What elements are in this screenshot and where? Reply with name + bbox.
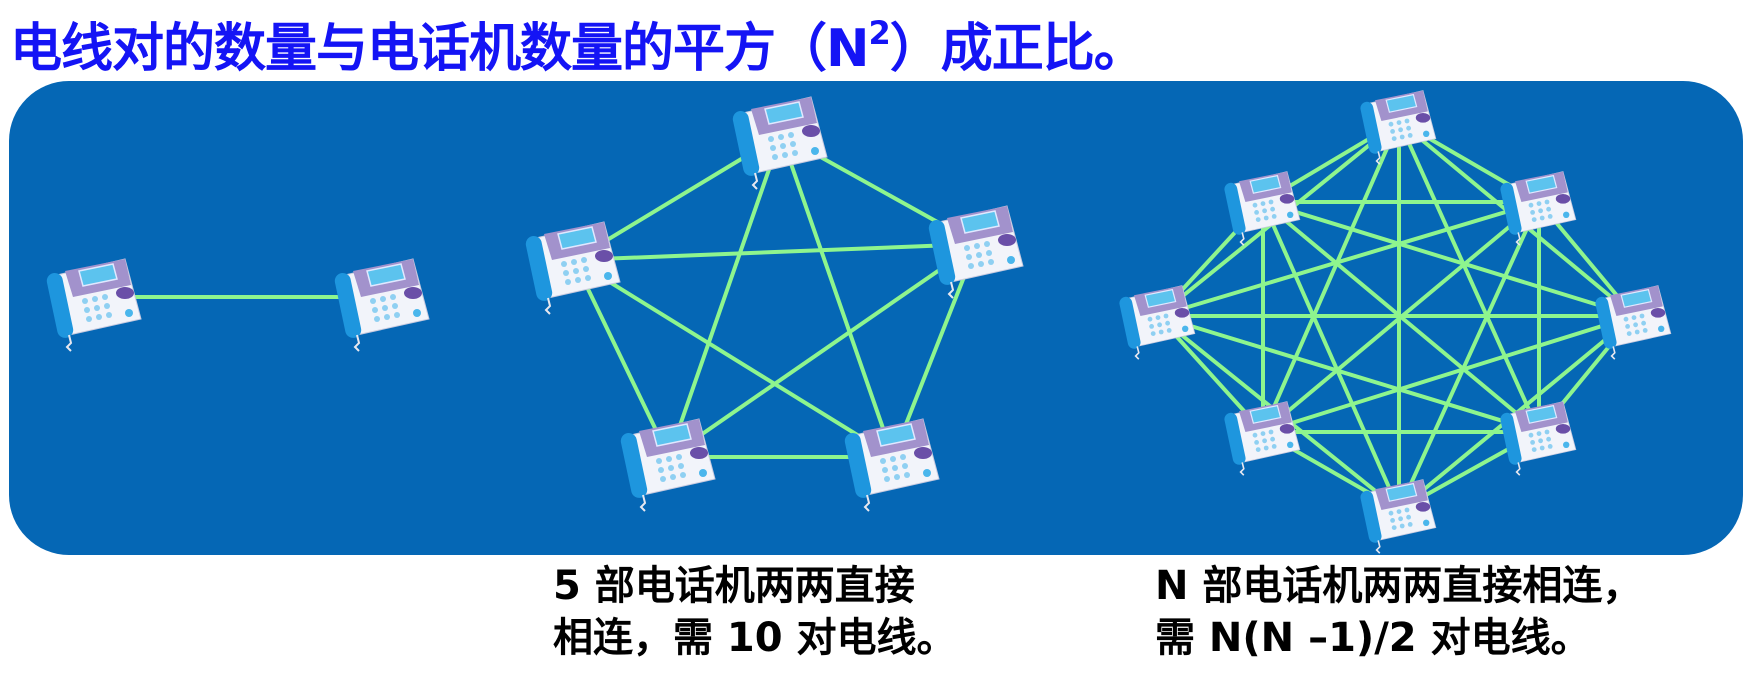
wire-line (572, 258, 895, 459)
telephone-icon (618, 418, 716, 512)
wire-line (1157, 200, 1540, 318)
wire-line (667, 242, 979, 459)
wire-line (1261, 201, 1401, 511)
wire-line (1397, 201, 1541, 511)
wire-line (573, 242, 978, 262)
caption-n-phones: N 部电话机两两直接相连， 需 N(N –1)/2 对电线。 (1155, 560, 1642, 664)
caption-five-phones: 5 部电话机两两直接 相连，需 10 对电线。 (553, 560, 957, 664)
wire-line (1397, 120, 1541, 433)
telephone-icon (1498, 400, 1577, 477)
title-superscript: 2 (868, 14, 891, 52)
telephone-icon (1222, 400, 1301, 477)
wire-line (1157, 314, 1540, 434)
telephone-icon (44, 258, 142, 352)
telephone-icon (730, 96, 828, 190)
wire-line (1261, 200, 1541, 434)
slide-title: 电线对的数量与电话机数量的平方（N2）成正比。 (10, 6, 1146, 81)
wire-line (1262, 314, 1635, 434)
caption-line: 5 部电话机两两直接 (553, 563, 915, 609)
title-text: 电线对的数量与电话机数量的平方（N (10, 19, 870, 79)
telephone-icon (1358, 478, 1437, 555)
telephone-icon (926, 205, 1024, 299)
caption-line: 需 N(N –1)/2 对电线。 (1155, 615, 1591, 661)
wire-line (1261, 120, 1401, 433)
telephone-icon (842, 418, 940, 512)
title-text-end: ）成正比。 (889, 19, 1146, 79)
caption-line: N 部电话机两两直接相连， (1155, 563, 1643, 609)
wire-line (572, 259, 671, 458)
telephone-icon (523, 221, 621, 315)
telephone-icon (332, 258, 430, 352)
wire-line (779, 134, 895, 458)
caption-line: 相连，需 10 对电线。 (553, 615, 957, 661)
wire-line (667, 134, 783, 458)
telephone-icon (1117, 284, 1196, 361)
wire-line (1262, 200, 1635, 318)
